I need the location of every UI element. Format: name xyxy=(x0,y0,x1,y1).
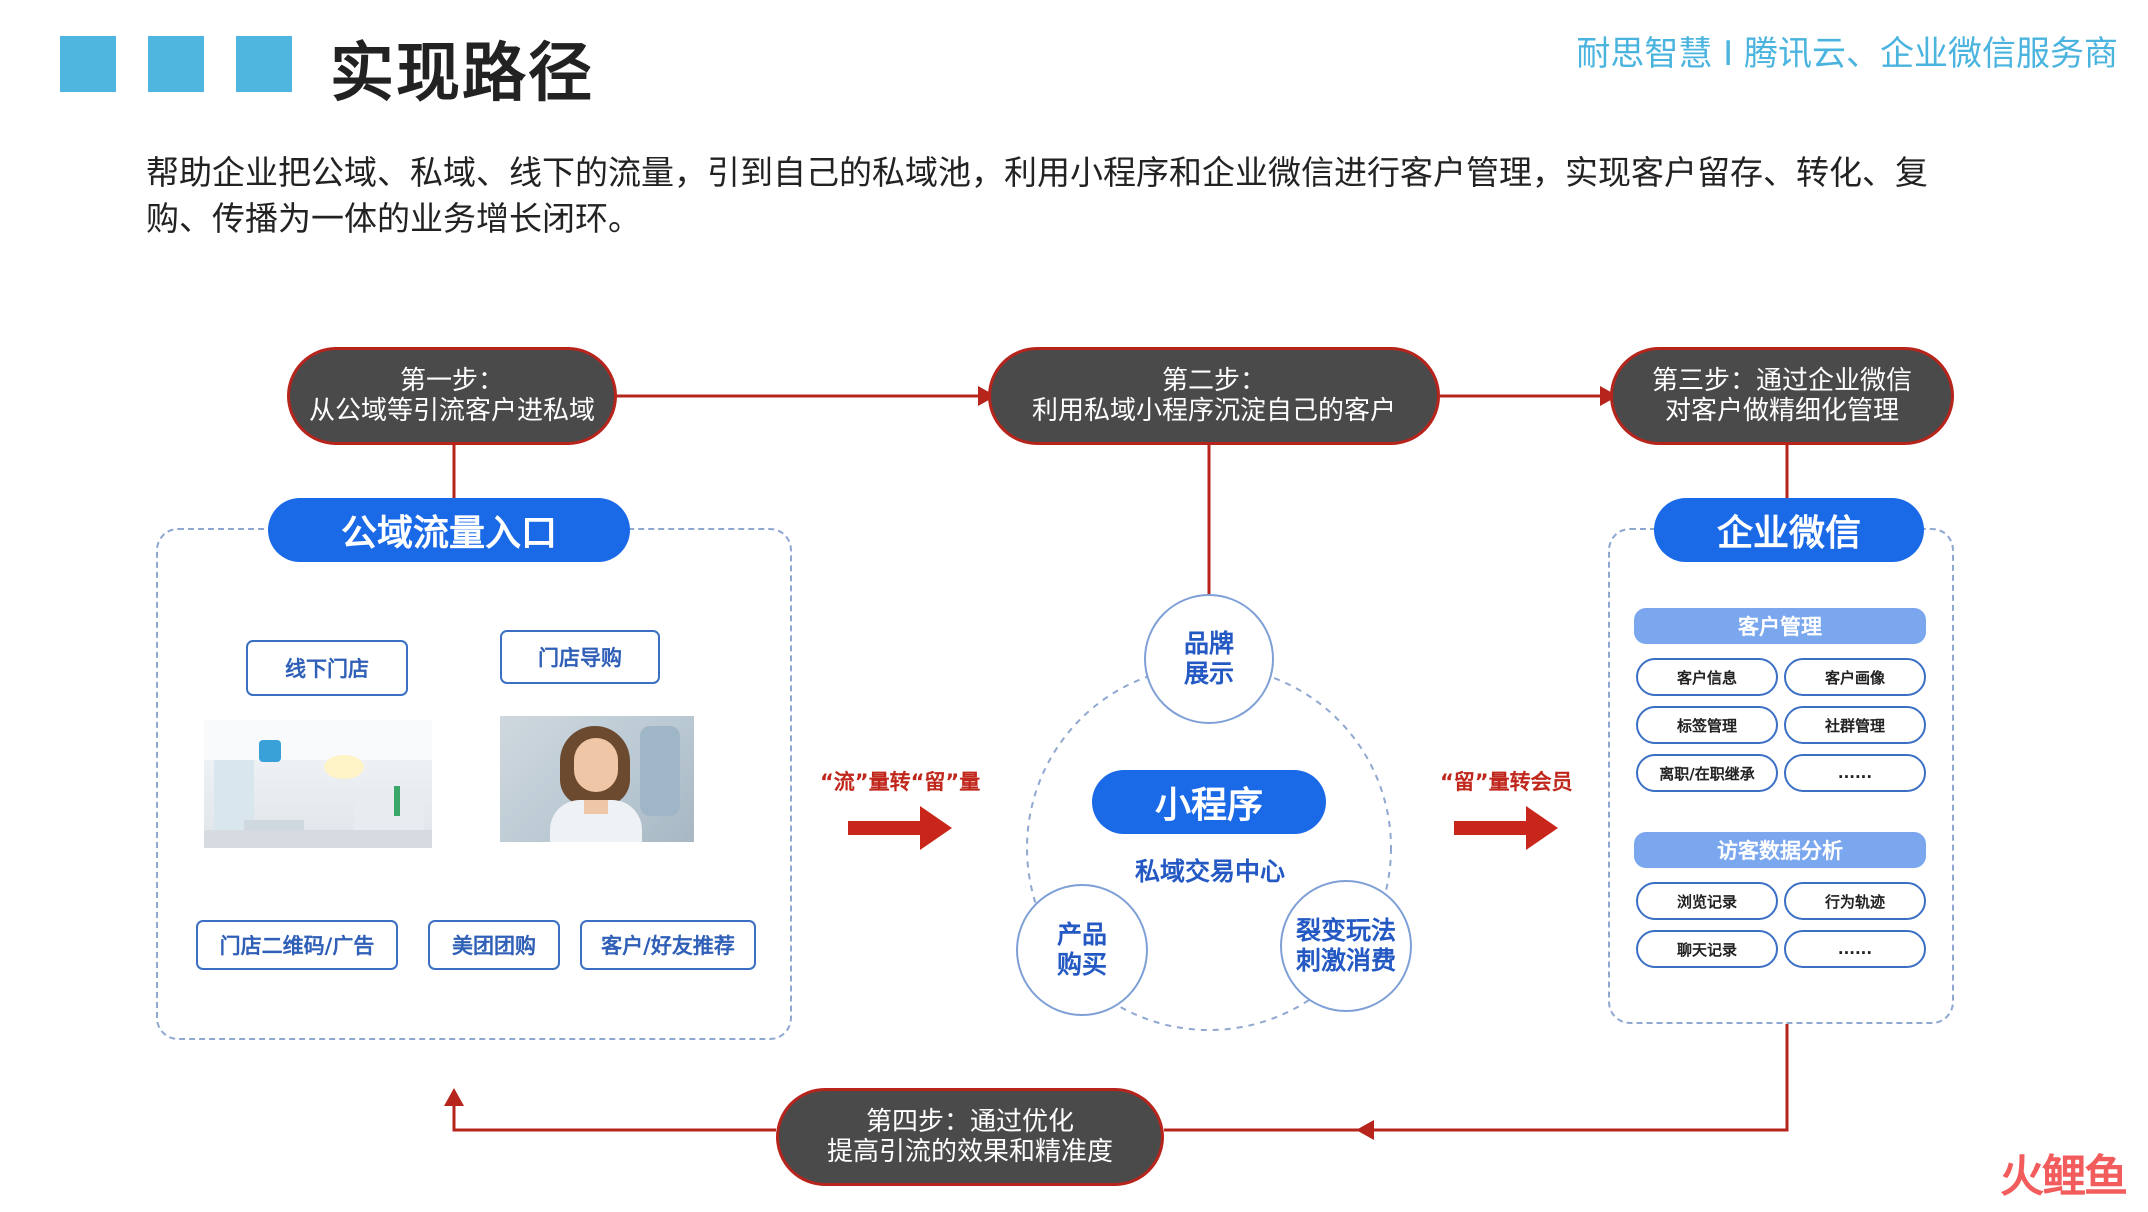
circle-product-line2: 购买 xyxy=(1056,950,1107,979)
step-4-line2: 提高引流的效果和精准度 xyxy=(826,1137,1113,1167)
chip-staff-inherit: 离职/在职继承 xyxy=(1636,754,1778,792)
circle-brand-display: 品牌 展示 xyxy=(1144,594,1274,724)
chip-tag-mgmt: 标签管理 xyxy=(1636,706,1778,744)
store-photo xyxy=(204,720,432,848)
step-1-line1: 第一步： xyxy=(399,366,504,396)
circle-viral-play: 裂变玩法 刺激消费 xyxy=(1280,880,1412,1012)
decor-square-2 xyxy=(148,36,204,92)
chip-customer-info: 客户信息 xyxy=(1636,658,1778,696)
chip-browse-record: 浏览记录 xyxy=(1636,882,1778,920)
arrowhead-step1-to-step2 xyxy=(978,386,996,406)
circle-product-purchase: 产品 购买 xyxy=(1016,884,1148,1016)
label-traffic-to-retention: “流”量转“留”量 xyxy=(820,770,981,794)
chip-behavior-track: 行为轨迹 xyxy=(1784,882,1926,920)
step-3-line2: 对客户做精细化管理 xyxy=(1664,396,1899,426)
step-4-line1: 第四步：通过优化 xyxy=(865,1107,1074,1137)
step-2-pill: 第二步： 利用私域小程序沉淀自己的客户 xyxy=(988,347,1440,445)
watermark-logo: 火鲤鱼 xyxy=(2000,1151,2128,1202)
decor-square-1 xyxy=(60,36,116,92)
tag-meituan-groupbuy: 美团团购 xyxy=(428,920,560,970)
visitor-analysis-header: 访客数据分析 xyxy=(1634,832,1926,868)
brand-text: 耐思智慧 I 腾讯云、企业微信服务商 xyxy=(1576,34,2118,74)
shopping-guide-photo xyxy=(500,716,694,842)
step-3-line1: 第三步：通过企业微信 xyxy=(1651,366,1912,396)
circle-product-line1: 产品 xyxy=(1056,920,1107,949)
page-title: 实现路径 xyxy=(330,37,594,111)
step-2-line1: 第二步： xyxy=(1161,366,1266,396)
arrowhead-to-step4 xyxy=(1356,1120,1374,1140)
step-1-pill: 第一步： 从公域等引流客户进私域 xyxy=(287,347,617,445)
circle-viral-line1: 裂变玩法 xyxy=(1295,916,1396,945)
step-1-line2: 从公域等引流客户进私域 xyxy=(308,396,595,426)
chip-community-mgmt: 社群管理 xyxy=(1784,706,1926,744)
customer-mgmt-header: 客户管理 xyxy=(1634,608,1926,644)
description: 帮助企业把公域、私域、线下的流量，引到自己的私域池，利用小程序和企业微信进行客户… xyxy=(146,153,1928,238)
mini-program-title: 小程序 xyxy=(1092,770,1326,834)
step-3-pill: 第三步：通过企业微信 对客户做精细化管理 xyxy=(1610,347,1954,445)
chip-more-2: ...... xyxy=(1784,930,1926,968)
tag-store-qr-ad: 门店二维码/广告 xyxy=(196,920,398,970)
chip-chat-record: 聊天记录 xyxy=(1636,930,1778,968)
chip-more-1: ...... xyxy=(1784,754,1926,792)
arrowhead-to-public-domain xyxy=(444,1088,464,1106)
chip-customer-profile: 客户画像 xyxy=(1784,658,1926,696)
circle-viral-line2: 刺激消费 xyxy=(1295,946,1396,975)
public-domain-heading: 公域流量入口 xyxy=(268,498,630,562)
arrowhead-step2-to-step3 xyxy=(1600,386,1618,406)
private-trade-center: 私域交易中心 xyxy=(1134,857,1285,886)
tag-offline-store: 线下门店 xyxy=(246,640,408,696)
step-4-pill: 第四步：通过优化 提高引流的效果和精准度 xyxy=(776,1088,1164,1186)
label-retention-to-member: “留”量转会员 xyxy=(1440,770,1573,794)
circle-brand-line2: 展示 xyxy=(1183,659,1234,688)
tag-store-guide: 门店导购 xyxy=(500,630,660,684)
step-2-line2: 利用私域小程序沉淀自己的客户 xyxy=(1031,396,1396,426)
wecom-heading: 企业微信 xyxy=(1654,498,1924,562)
tag-customer-referral: 客户/好友推荐 xyxy=(580,920,756,970)
circle-brand-line1: 品牌 xyxy=(1183,629,1234,658)
decor-square-3 xyxy=(236,36,292,92)
